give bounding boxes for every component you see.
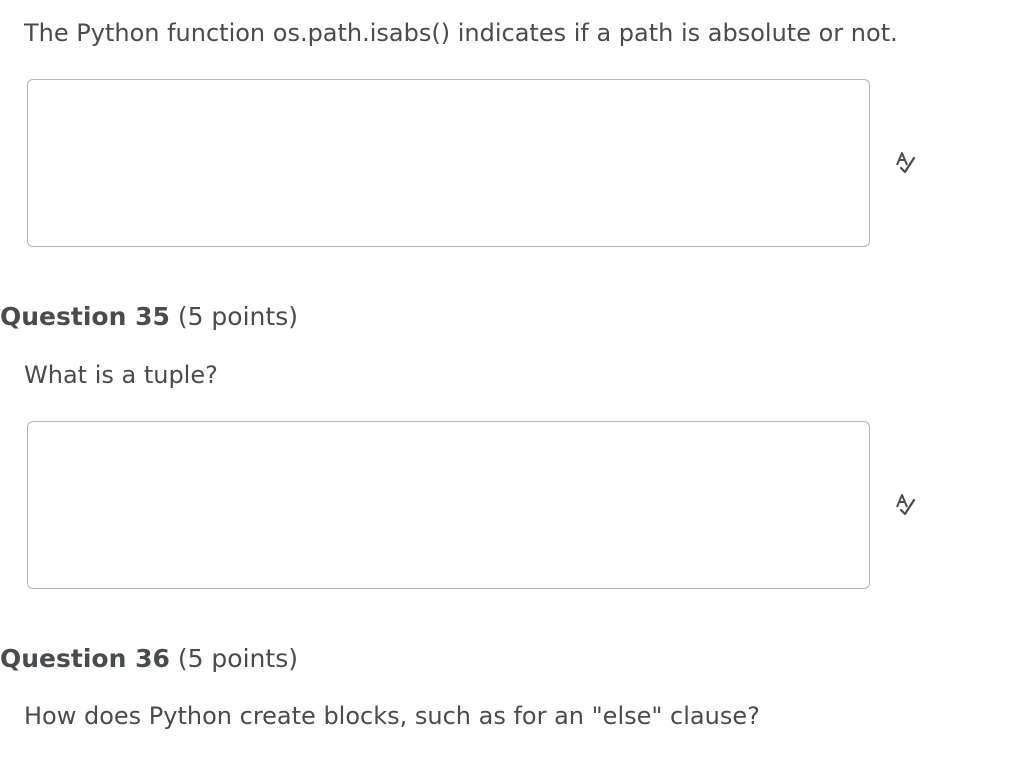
question-35-points: (5 points) bbox=[177, 302, 298, 331]
spellcheck-icon-glyph bbox=[896, 152, 916, 174]
spellcheck-icon[interactable] bbox=[890, 148, 920, 178]
question-36-title: Question 36 bbox=[0, 644, 170, 673]
question-36-points: (5 points) bbox=[177, 644, 298, 673]
question-34-answer-field[interactable] bbox=[27, 79, 870, 247]
question-35-prompt: What is a tuple? bbox=[24, 361, 218, 389]
spellcheck-icon[interactable] bbox=[890, 490, 920, 520]
question-36-prompt: How does Python create blocks, such as f… bbox=[24, 702, 760, 730]
question-35-answer-field[interactable] bbox=[27, 421, 870, 589]
question-35-heading: Question 35 (5 points) bbox=[0, 301, 298, 333]
spellcheck-icon-glyph bbox=[896, 494, 916, 516]
question-35-title: Question 35 bbox=[0, 302, 170, 331]
question-34-prompt: The Python function os.path.isabs() indi… bbox=[24, 19, 898, 47]
question-36-heading: Question 36 (5 points) bbox=[0, 643, 298, 675]
